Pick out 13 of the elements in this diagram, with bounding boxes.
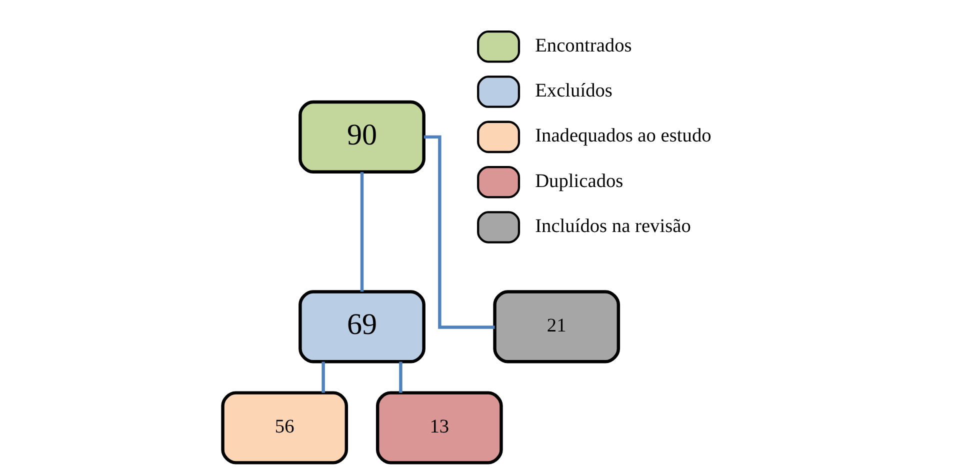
node-box: 90 <box>298 100 426 173</box>
legend-label: Excluídos <box>535 80 612 102</box>
legend-label: Encontrados <box>535 34 632 56</box>
connector <box>399 361 402 392</box>
node-box: 13 <box>376 390 503 464</box>
legend-label: Incluídos na revisão <box>535 215 691 236</box>
connector <box>322 361 325 392</box>
node-box: 21 <box>493 290 620 363</box>
node-box: 69 <box>298 290 426 363</box>
legend-label: Inadequados ao estudo <box>535 125 712 146</box>
legend-label: Duplicados <box>535 170 624 192</box>
connector <box>360 172 364 292</box>
node-box: 56 <box>221 390 348 464</box>
